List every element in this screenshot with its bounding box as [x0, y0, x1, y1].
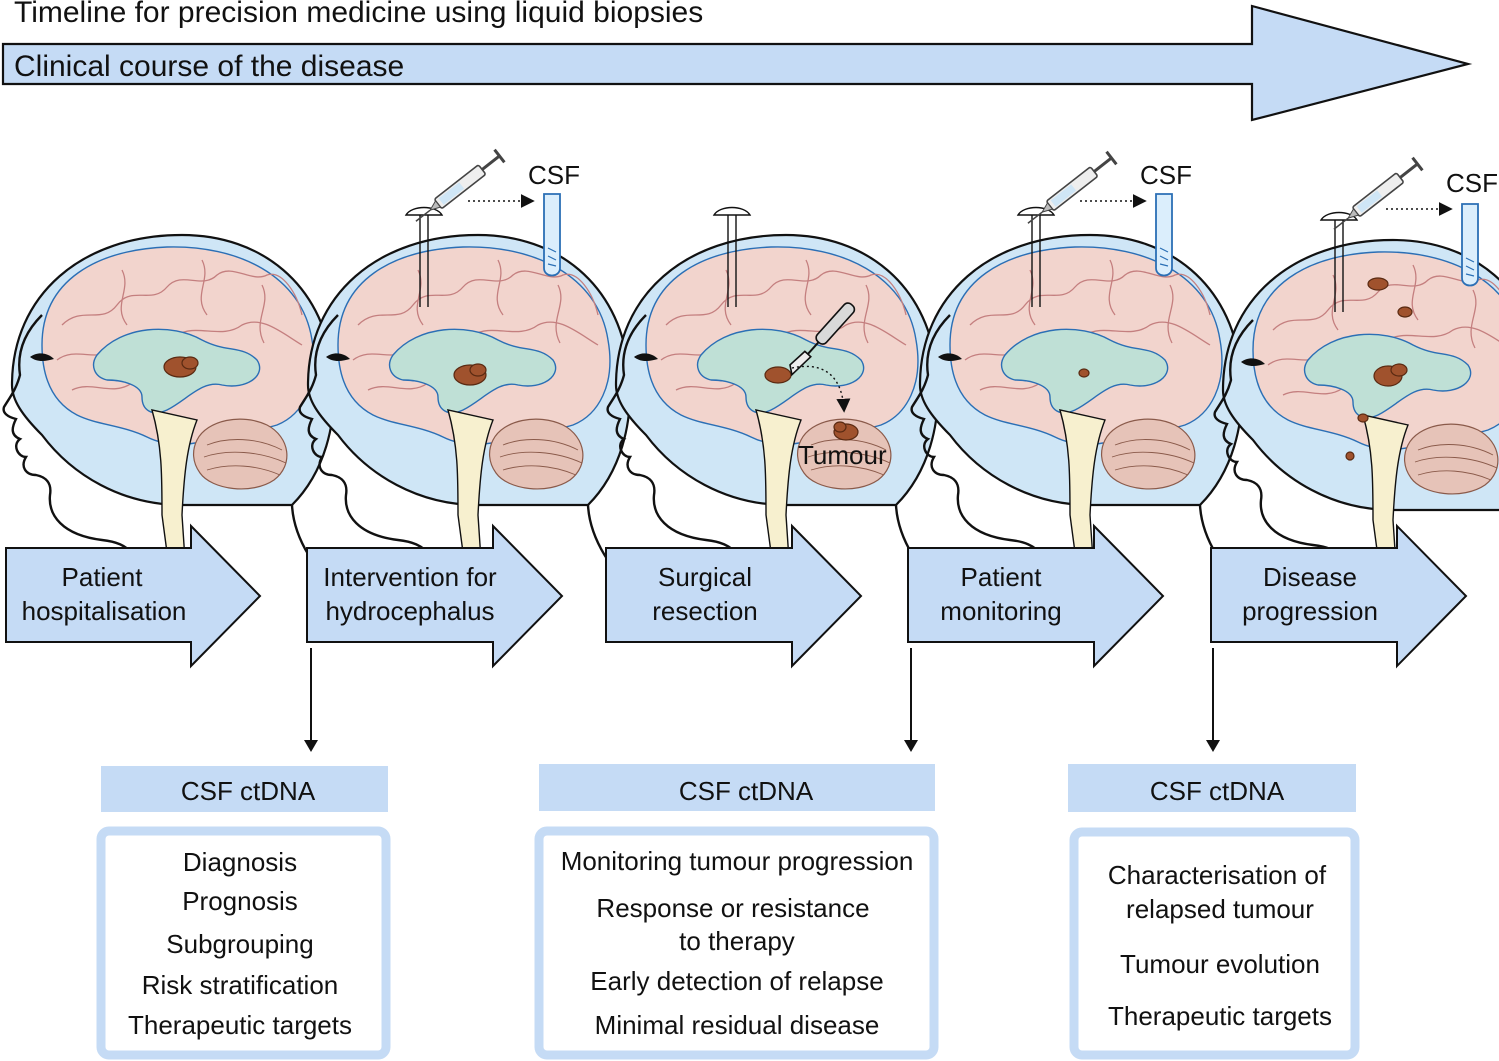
ctdna-panel-header: CSF ctDNA [181, 776, 316, 806]
ctdna-panel-header: CSF ctDNA [679, 776, 814, 806]
ctdna-panel-1: CSF ctDNA Diagnosis Prognosis Subgroupin… [96, 766, 391, 1060]
svg-text:Patient: Patient [961, 562, 1043, 592]
stage-arrow-intervention-for-hydrocephalus: Intervention for hydrocephalus [306, 523, 564, 669]
head-illustration-3 [606, 206, 953, 607]
svg-text:resection: resection [652, 596, 758, 626]
tumour-mass [764, 366, 792, 384]
figure-title: Timeline for precision medicine using li… [14, 0, 703, 29]
stage-arrow-patient-monitoring: Patient monitoring [907, 523, 1165, 669]
test-tube-icon [1461, 203, 1479, 287]
svg-text:Intervention for: Intervention for [323, 562, 497, 592]
panel-item: Characterisation of [1108, 860, 1327, 890]
panel-item: Subgrouping [166, 929, 313, 959]
panel-item: Response or resistance [596, 893, 869, 923]
tumour-mass [453, 363, 487, 386]
test-tube-icon [543, 193, 561, 277]
tumour-mass [163, 356, 199, 378]
panel-item: to therapy [679, 926, 795, 956]
svg-text:Surgical: Surgical [658, 562, 752, 592]
svg-text:Disease: Disease [1263, 562, 1357, 592]
ctdna-panel-header: CSF ctDNA [1150, 776, 1285, 806]
panel-item: Prognosis [182, 886, 298, 916]
svg-text:Patient: Patient [62, 562, 144, 592]
csf-label: CSF [1140, 160, 1192, 190]
panel-item: Tumour evolution [1120, 949, 1320, 979]
test-tube-icon [1155, 193, 1173, 277]
panel-item: Early detection of relapse [590, 966, 883, 996]
head-illustration-2 [298, 206, 645, 607]
scalpel-icon [789, 302, 856, 377]
svg-text:progression: progression [1242, 596, 1378, 626]
panel-item: Diagnosis [183, 847, 297, 877]
svg-text:monitoring: monitoring [940, 596, 1061, 626]
stage-arrow-surgical-resection: Surgical resection [605, 523, 863, 669]
clinical-course-arrow [1, 4, 1473, 122]
csf-label: CSF [528, 160, 580, 190]
csf-label: CSF [1446, 168, 1498, 198]
syringe-icon [409, 148, 506, 230]
panel-item: Monitoring tumour progression [561, 846, 914, 876]
stage-arrow-disease-progression: Disease progression [1210, 523, 1468, 669]
svg-text:hydrocephalus: hydrocephalus [325, 596, 494, 626]
ctdna-panel-2: CSF ctDNA Monitoring tumour progression … [534, 764, 939, 1060]
svg-text:hospitalisation: hospitalisation [22, 596, 187, 626]
tumour-mass [1345, 277, 1413, 461]
panel-item: relapsed tumour [1126, 894, 1314, 924]
panel-item: Therapeutic targets [1108, 1001, 1332, 1031]
removed-tumour [833, 421, 859, 441]
panel-item: Risk stratification [142, 970, 339, 1000]
ctdna-panel-3: CSF ctDNA Characterisation of relapsed t… [1068, 764, 1360, 1060]
head-illustration-1 [2, 233, 349, 607]
panel-item: Minimal residual disease [595, 1010, 880, 1040]
stage-arrow-patient-hospitalisation: Patient hospitalisation [5, 523, 262, 669]
panel-item: Therapeutic targets [128, 1010, 352, 1040]
head-illustration-4 [910, 206, 1257, 607]
clinical-course-label: Clinical course of the disease [14, 50, 404, 83]
tumour-mass [1078, 368, 1090, 378]
syringe-icon [1021, 150, 1118, 232]
tumour-label: Tumour [798, 440, 887, 470]
